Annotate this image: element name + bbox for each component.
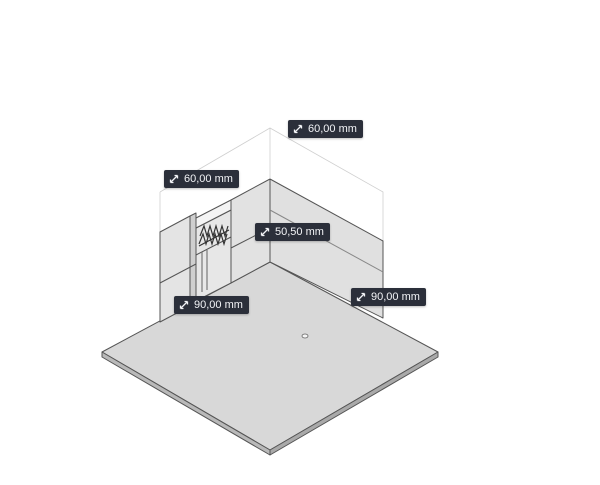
diagonal-arrow-icon xyxy=(293,124,303,134)
dimension-value: 60,00 mm xyxy=(184,173,233,185)
dimension-value: 90,00 mm xyxy=(371,291,420,303)
dimension-value: 90,00 mm xyxy=(194,299,243,311)
dimension-tag-left-height[interactable]: 60,00 mm xyxy=(164,170,239,188)
dimension-tag-right-width[interactable]: 90,00 mm xyxy=(351,288,426,306)
left-wall[interactable] xyxy=(159,178,271,323)
dimension-tag-left-width[interactable]: 90,00 mm xyxy=(174,296,249,314)
diagonal-arrow-icon xyxy=(260,227,270,237)
dimension-tag-inner-height[interactable]: 50,50 mm xyxy=(255,223,330,241)
diagonal-arrow-icon xyxy=(169,174,179,184)
dimension-value: 60,00 mm xyxy=(308,123,357,135)
diagonal-arrow-icon xyxy=(356,292,366,302)
dimension-value: 50,50 mm xyxy=(275,226,324,238)
dimension-tag-top-depth[interactable]: 60,00 mm xyxy=(288,120,363,138)
diagonal-arrow-icon xyxy=(179,300,189,310)
spring-coil xyxy=(198,223,230,292)
